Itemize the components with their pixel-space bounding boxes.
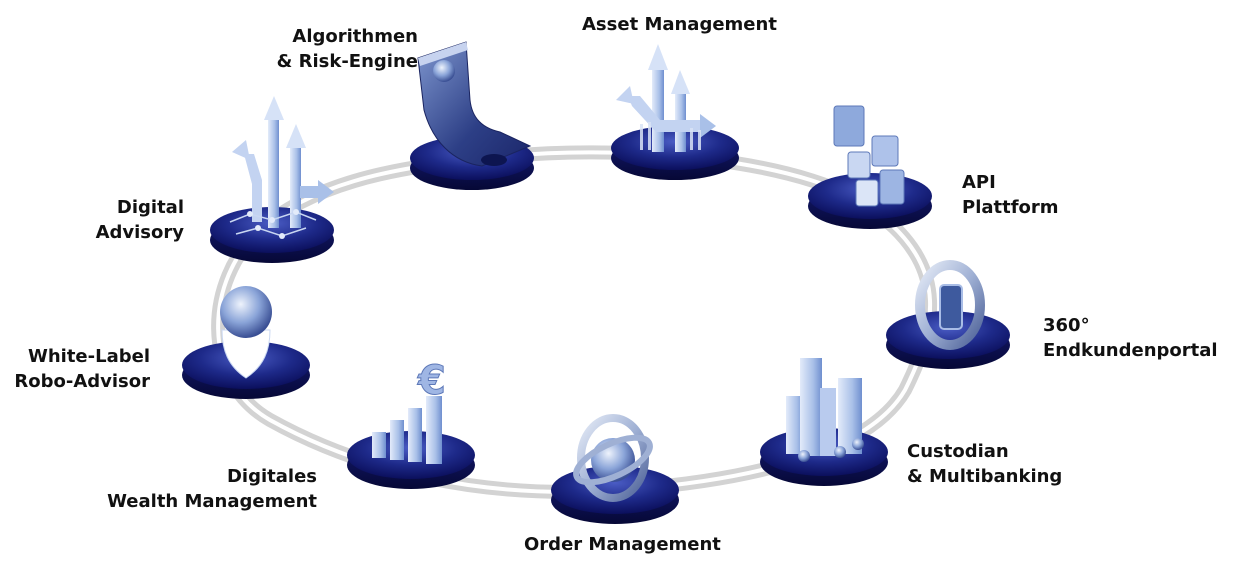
ring-360-icon xyxy=(915,260,985,350)
label-asset: Asset Management xyxy=(582,14,777,35)
circuit-arrows-icon xyxy=(229,96,334,239)
label-algo: Algorithmen & Risk-Engine xyxy=(276,26,418,72)
puzzle-tiles-icon xyxy=(833,105,905,207)
globe-rings-icon xyxy=(573,414,653,502)
svg-text:0 1 0: 0 1 0 xyxy=(232,338,262,349)
label-portal: 360° Endkundenportal xyxy=(1043,315,1218,361)
label-robo: White-Label Robo-Advisor xyxy=(14,346,150,392)
svg-text:€: € xyxy=(417,358,446,404)
label-custodian: Custodian & Multibanking xyxy=(907,441,1063,487)
label-wealth: Digitales Wealth Management xyxy=(107,466,317,512)
curved-plate-ball-icon xyxy=(417,41,532,167)
euro-bar-chart-icon: € xyxy=(372,358,446,464)
label-api: API Plattform xyxy=(962,172,1059,218)
rising-arrows-icon xyxy=(616,44,716,152)
binary-globe-icon: 0 1 0 1 0 xyxy=(220,286,272,379)
label-advisory: Digital Advisory xyxy=(95,197,184,243)
svg-text:1 0: 1 0 xyxy=(236,351,252,361)
label-order: Order Management xyxy=(524,534,721,555)
buildings-icon xyxy=(786,358,864,462)
